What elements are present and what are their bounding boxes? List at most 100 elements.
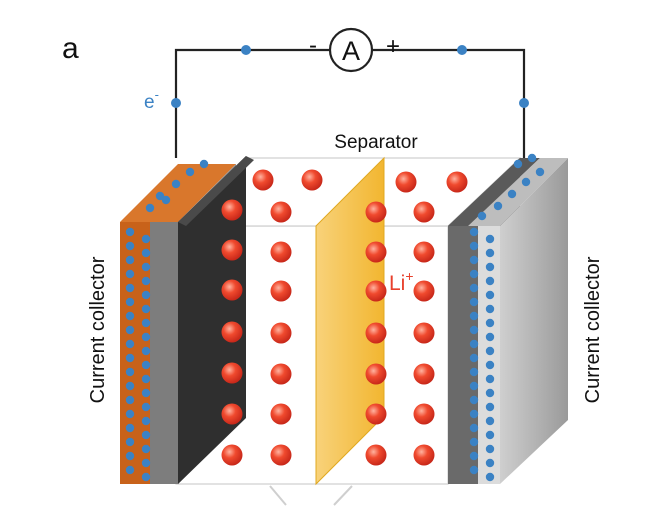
electron-icon [469,311,479,321]
electron-icon [141,360,151,370]
electron-icon [469,241,479,251]
electron-icon [125,367,135,377]
lithium-ion-label: Li+ [389,268,414,295]
wire-electrons [171,45,529,108]
electron-icon [469,339,479,349]
electron-icon [485,290,495,300]
electron-icon [469,451,479,461]
electron-icon [507,189,517,199]
electron-icon [485,248,495,258]
wire-electron [241,45,251,55]
electron-icon [485,234,495,244]
electron-icon [485,388,495,398]
lithium-ion-icon [270,444,292,466]
lithium-ion-icon [221,444,243,466]
electron-icon [141,304,151,314]
lithium-ion-icon [413,201,435,223]
electron-icon [125,255,135,265]
electron-icon [141,290,151,300]
electron-icon [485,458,495,468]
electron-icon [141,332,151,342]
electron-icon [469,353,479,363]
separator-label: Separator [334,132,418,153]
lithium-ion-icon [270,403,292,425]
ammeter-icon: A [328,27,374,73]
electron-icon [141,458,151,468]
wire-electron [457,45,467,55]
electron-icon [485,304,495,314]
electron-icon [521,177,531,187]
cell-base [269,485,353,506]
electron-icon [199,159,209,169]
electron-icon [485,276,495,286]
electron-icon [141,262,151,272]
electron-icon [485,444,495,454]
electron-icon [125,451,135,461]
electron-icon [485,318,495,328]
lithium-ion-icon [365,280,387,302]
electron-icon [125,297,135,307]
electron-icon [145,203,155,213]
electron-icon [141,444,151,454]
electron-icon [155,191,165,201]
lithium-ion-icon [221,362,243,384]
lithium-ion-icon [365,363,387,385]
electron-icon [185,167,195,177]
lithium-ion-icon [270,363,292,385]
ammeter-negative-label: - [309,32,317,59]
electron-icon [485,430,495,440]
electron-icon [125,325,135,335]
lithium-ion-icon [365,403,387,425]
electron-icon [469,465,479,475]
electron-icon [125,241,135,251]
electron-icon [141,276,151,286]
electron-icon [125,423,135,433]
electron-icon [469,297,479,307]
electron-icon [141,472,151,482]
lithium-ion-icon [221,403,243,425]
electron-icon [477,211,487,221]
external-circuit-wire [174,48,526,160]
electron-icon [469,437,479,447]
electron-icon [125,437,135,447]
lithium-ion-icon [446,171,468,193]
panel-label: a [62,32,79,65]
electron-icon [141,248,151,258]
electron-icon [125,353,135,363]
right-collector-electrons [469,153,545,482]
left-collector-label: Current collector [87,256,109,403]
electron-icon [141,416,151,426]
electron-icon [125,227,135,237]
electron-icon [141,234,151,244]
electron-icon [469,325,479,335]
lithium-ion-icon [221,239,243,261]
lithium-ion-icon [270,280,292,302]
electron-icon [125,269,135,279]
electron-icon [141,388,151,398]
electron-icon [485,346,495,356]
lithium-ion-icon [365,201,387,223]
lithium-ion-icon [395,171,417,193]
lithium-ion-icon [301,169,323,191]
electron-icon [141,318,151,328]
lithium-ion-icon [413,241,435,263]
electron-icon [485,472,495,482]
electron-icon [161,195,171,205]
electron-icon [141,346,151,356]
left-electrode [178,156,254,484]
wire-electron [171,98,181,108]
electron-icon [125,395,135,405]
electron-icon [485,374,495,384]
left-collector-electrons [125,159,209,482]
electron-icon [485,332,495,342]
electron-icon [469,409,479,419]
electron-icon [125,311,135,321]
wire-electron [519,98,529,108]
lithium-ion-icon [413,280,435,302]
lithium-ion-icon [413,363,435,385]
electron-icon [125,465,135,475]
lithium-ion-icon [365,322,387,344]
ammeter-positive-label: + [386,33,400,60]
